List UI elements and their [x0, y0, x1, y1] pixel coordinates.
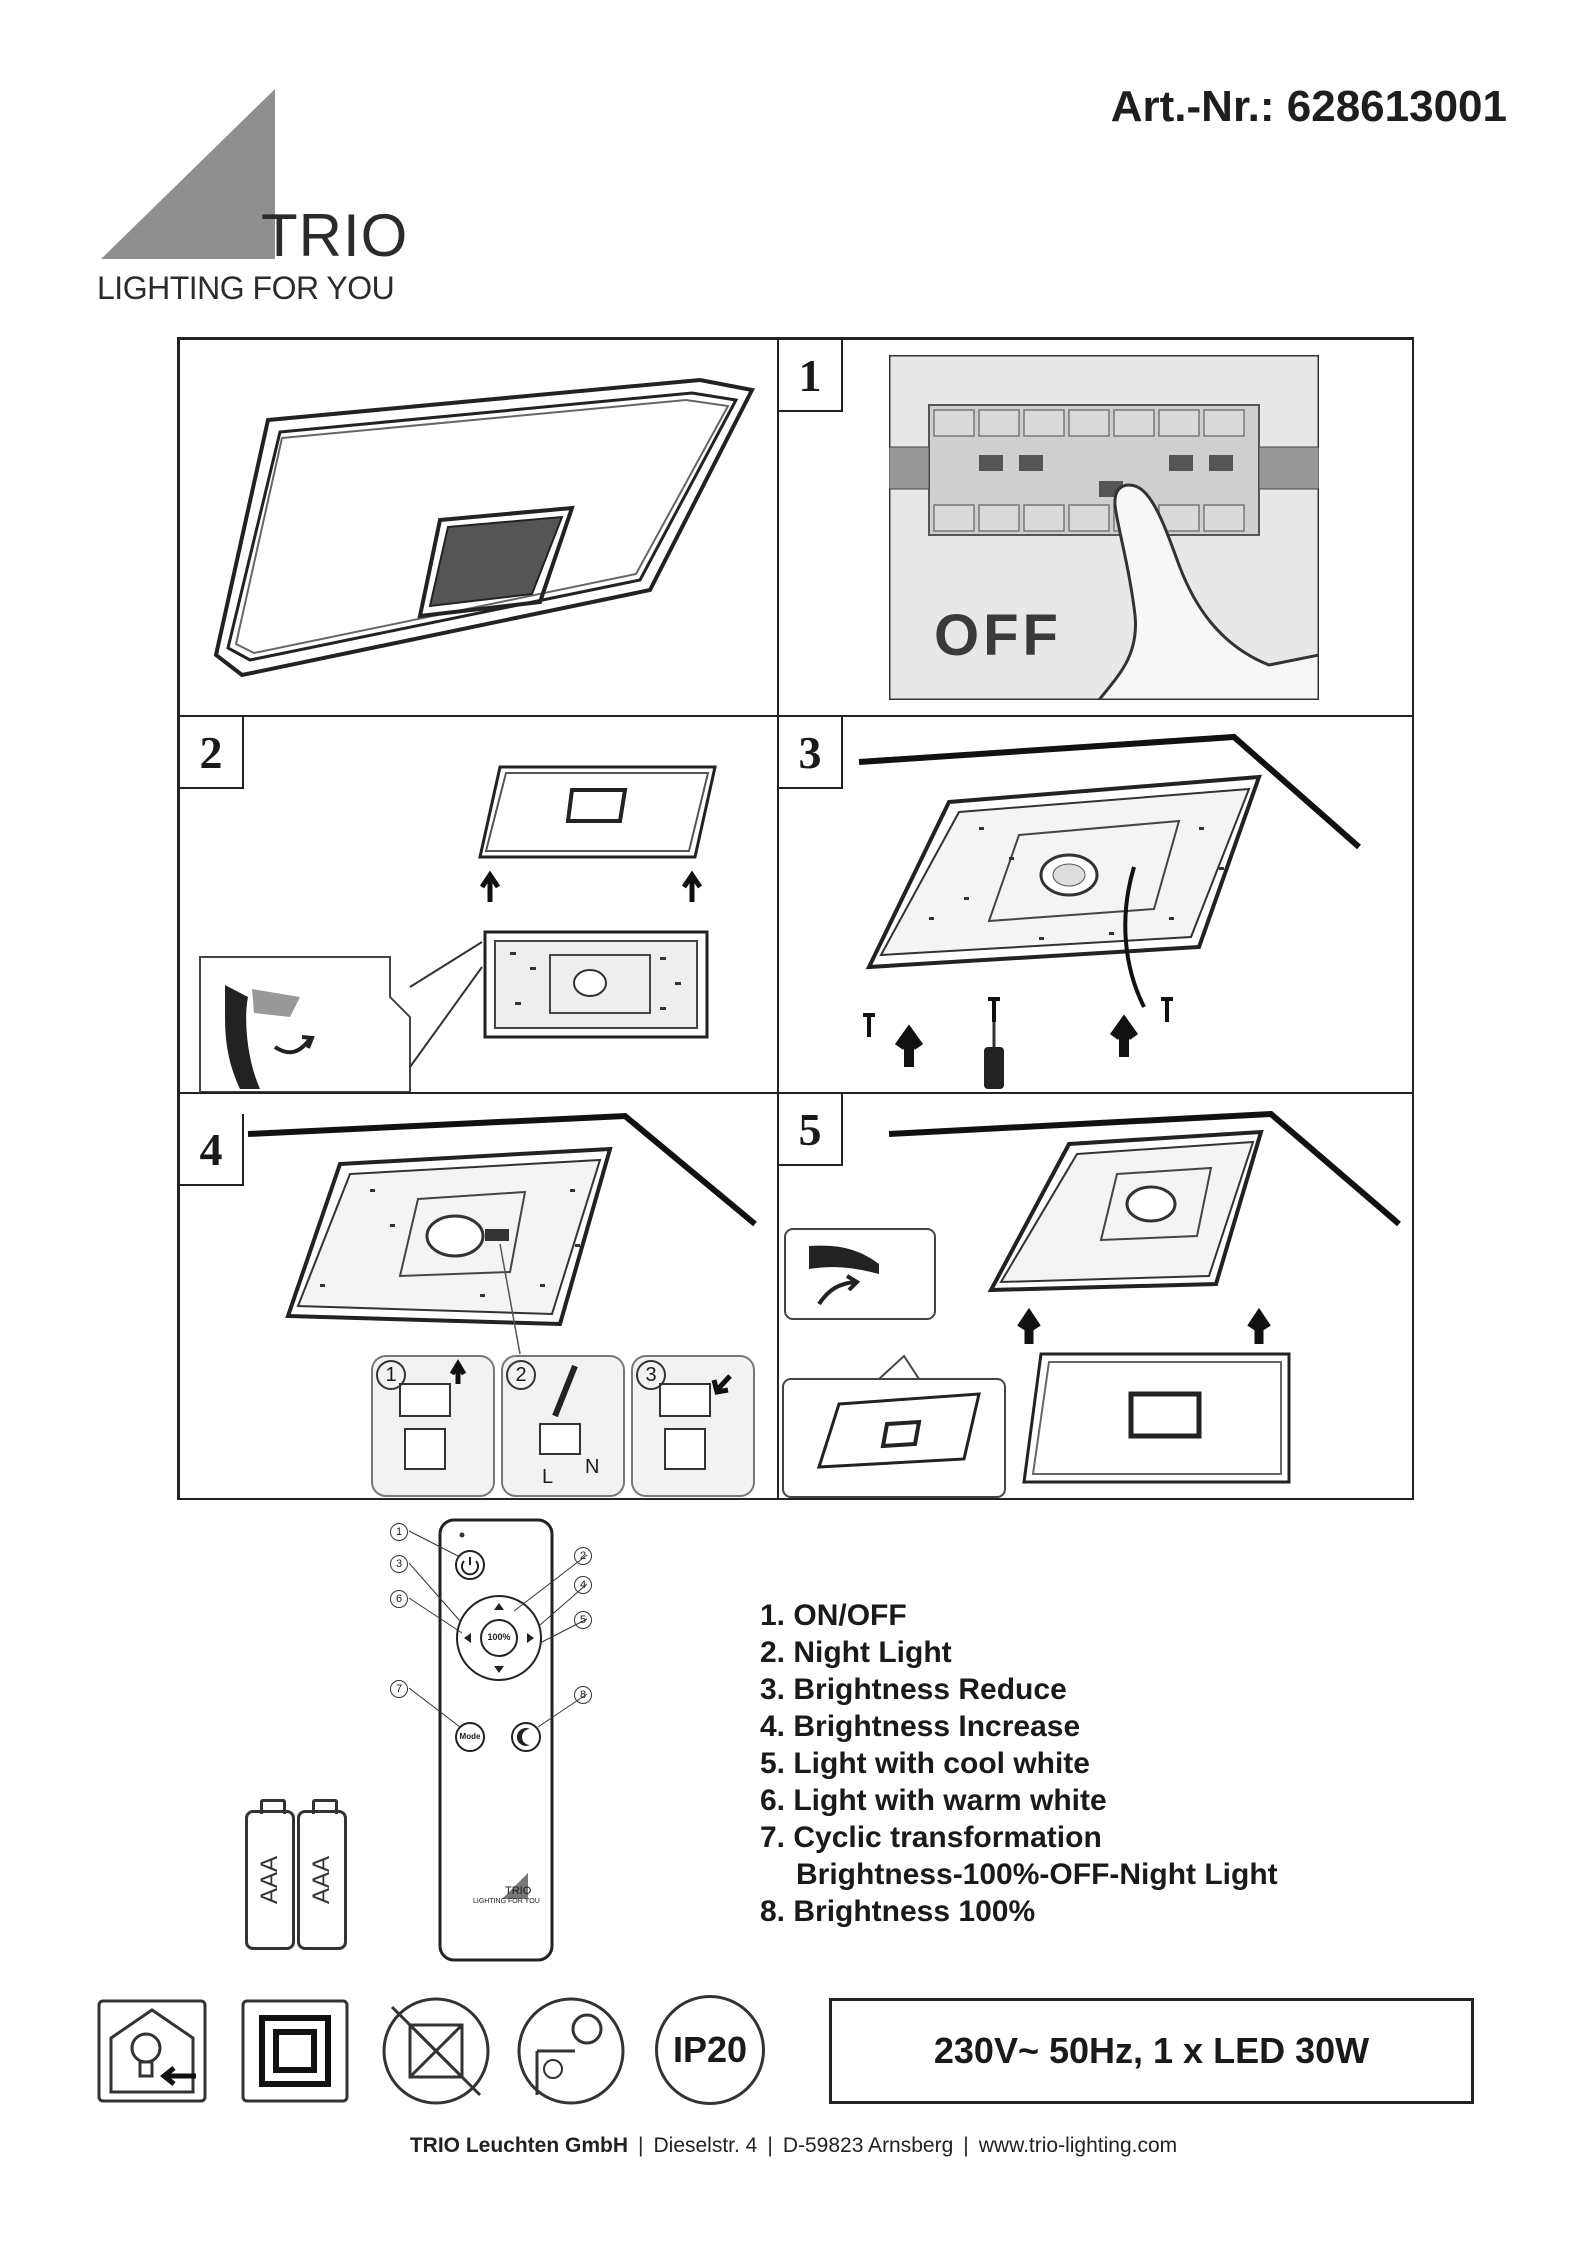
function-item: 7. Cyclic transformation — [760, 1821, 1102, 1854]
footer-website: www.trio-lighting.com — [978, 2134, 1178, 2157]
remote-control: 1 2 3 4 5 6 7 8 100% Mode TRIO LIGHTING … — [390, 1515, 592, 1965]
remote-callout: 7 — [390, 1680, 408, 1698]
battery-icon: AAA — [245, 1799, 295, 1950]
function-item: 3. Brightness Reduce — [760, 1673, 1067, 1706]
step-number: 2 — [180, 717, 244, 789]
diffuser-attach-illustration — [782, 1110, 1401, 1498]
no-insulation-cover-icon — [382, 1997, 490, 2105]
remote-center-label: 100% — [487, 1632, 511, 1642]
circuit-breaker-illustration — [889, 355, 1319, 700]
product-overview-panel — [179, 339, 778, 716]
diffuser-removal-illustration — [199, 765, 717, 1092]
footer-city: D-59823 Arnsberg — [782, 2134, 954, 2157]
step-number: 4 — [180, 1114, 244, 1186]
article-number: Art.-Nr.: 628613001 — [1110, 82, 1507, 131]
sub-step-number: 3 — [636, 1360, 666, 1390]
logo-triangle-icon — [101, 89, 275, 259]
function-item: 1. ON/OFF — [760, 1599, 907, 1632]
step-number: 1 — [779, 340, 843, 412]
mounting-screws-illustration — [858, 733, 1361, 1089]
step-5-panel: 5 — [778, 1093, 1414, 1500]
sub-step-number: 1 — [376, 1360, 406, 1390]
remote-brand-name: TRIO — [505, 1885, 532, 1897]
wiring-illustration — [247, 1112, 757, 1497]
instruction-grid: 1 OFF 2 — [177, 337, 1414, 1500]
remote-callout: 5 — [574, 1611, 592, 1629]
step-3-panel: 3 — [778, 716, 1414, 1093]
remote-function-list: 1. ON/OFF 2. Night Light 3. Brightness R… — [760, 1597, 1278, 1930]
function-item: 8. Brightness 100% — [760, 1895, 1036, 1928]
footer-company: TRIO Leuchten GmbH — [409, 2134, 629, 2157]
wire-label-l: L — [542, 1466, 554, 1488]
remote-callout: 8 — [574, 1686, 592, 1704]
ceiling-lamp-illustration — [213, 377, 755, 678]
ip-rating-badge: IP20 — [655, 1995, 765, 2105]
step-1-panel: 1 OFF — [778, 339, 1414, 716]
protection-class-2-icon — [241, 1999, 349, 2103]
electrical-rating: 230V~ 50Hz, 1 x LED 30W — [829, 1998, 1474, 2104]
function-item: 2. Night Light — [760, 1636, 952, 1669]
function-item: 6. Light with warm white — [760, 1784, 1107, 1817]
min-distance-icon — [517, 1997, 625, 2105]
function-item: 4. Brightness Increase — [760, 1710, 1081, 1743]
footer: TRIO Leuchten GmbH|Dieselstr. 4|D-59823 … — [409, 2134, 1178, 2157]
replaceable-bulb-icon — [97, 1999, 207, 2103]
brand-tagline: LIGHTING FOR YOU — [97, 270, 395, 306]
remote-callout: 4 — [574, 1576, 592, 1594]
step-number: 5 — [779, 1094, 843, 1166]
remote-callout: 6 — [390, 1590, 408, 1608]
step-2-panel: 2 — [179, 716, 778, 1093]
remote-mode-label: Mode — [459, 1732, 481, 1741]
step-number: 3 — [779, 717, 843, 789]
step-4-panel: 4 1 2 — [179, 1093, 778, 1500]
brand-logo: TRIO LIGHTING FOR YOU — [95, 85, 425, 315]
remote-brand-tagline: LIGHTING FOR YOU — [473, 1898, 540, 1905]
remote-callout: 1 — [390, 1523, 408, 1541]
function-item: 5. Light with cool white — [760, 1747, 1090, 1780]
brand-name: TRIO — [261, 202, 409, 269]
footer-street: Dieselstr. 4 — [653, 2134, 758, 2157]
battery-label: AAA — [308, 1855, 335, 1905]
off-label: OFF — [934, 603, 1062, 668]
battery-label: AAA — [256, 1855, 283, 1905]
remote-control-illustration — [408, 1518, 588, 1962]
remote-callout: 3 — [390, 1555, 408, 1573]
battery-icon: AAA — [297, 1799, 347, 1950]
wire-label-n: N — [585, 1456, 600, 1478]
function-item: Brightness-100%-OFF-Night Light — [796, 1858, 1278, 1891]
sub-step-number: 2 — [506, 1360, 536, 1390]
remote-callout: 2 — [574, 1547, 592, 1565]
